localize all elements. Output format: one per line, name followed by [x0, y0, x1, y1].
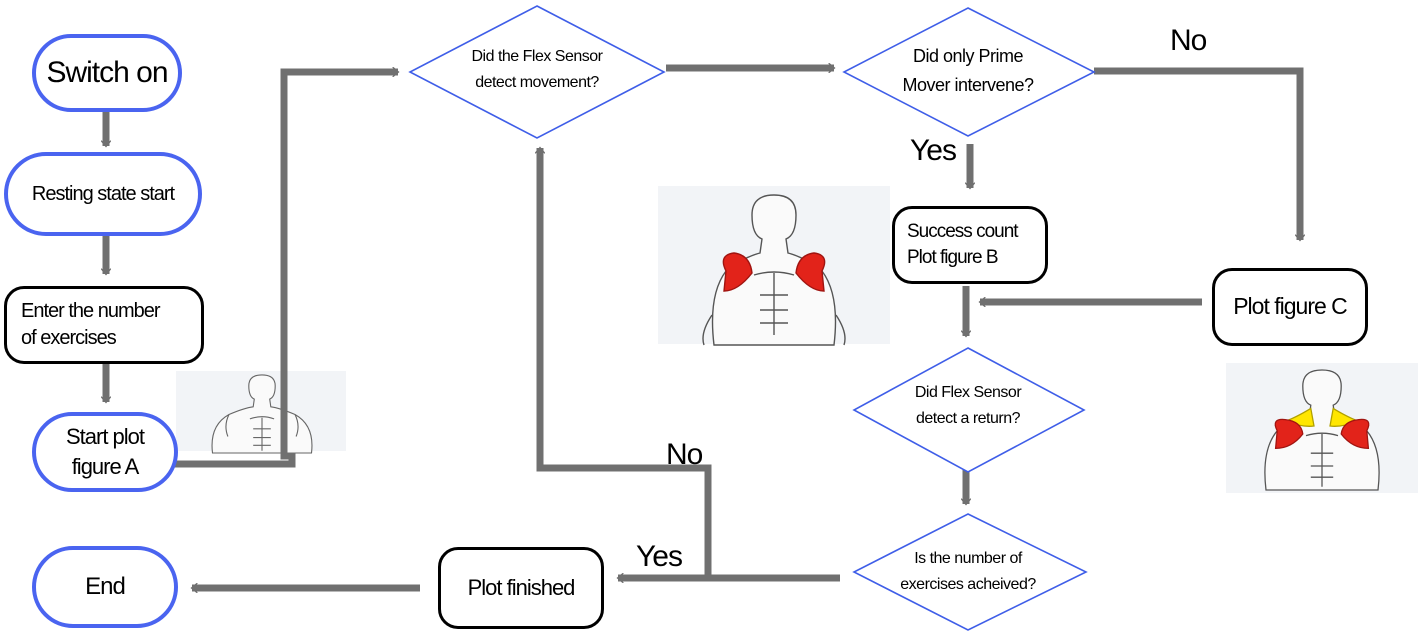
- end-node: End: [32, 546, 178, 628]
- muscle-figure-a: [176, 371, 346, 454]
- success-plot-b-node: Success count Plot figure B: [892, 206, 1048, 284]
- decision-prime-mover-text: Did only Prime Mover intervene?: [902, 46, 1034, 95]
- plot-c-label: Plot figure C: [1233, 293, 1348, 320]
- start-plot-node: Start plot figure A: [32, 412, 178, 492]
- label-no-achieved: No: [666, 438, 703, 471]
- muscle-figure-c: [1226, 363, 1418, 493]
- enter-exercises-label: Enter the number of exercises: [21, 300, 161, 349]
- decision-prime-mover-shape: [842, 7, 1096, 137]
- muscle-figure-b: [658, 186, 890, 346]
- decision-flex-return-text: Did Flex Sensor detect a return?: [914, 384, 1022, 427]
- decision-shapes: [408, 5, 1096, 631]
- plot-finished-label: Plot finished: [467, 575, 576, 601]
- arrow-start-to-flex-detect: [164, 72, 398, 468]
- resting-state-label: Resting state start: [31, 182, 175, 205]
- decision-achieved-shape: [852, 513, 1088, 631]
- plot-c-node: Plot figure C: [1212, 268, 1368, 346]
- label-yes-prime-mover: Yes: [910, 134, 957, 167]
- label-no-prime-mover: No: [1170, 24, 1207, 57]
- end-label: End: [85, 572, 126, 600]
- flow-arrows: [106, 68, 1300, 588]
- label-yes-achieved: Yes: [636, 540, 683, 573]
- arrow-achieved-no-loop: [540, 148, 712, 576]
- enter-exercises-node: Enter the number of exercises: [4, 286, 204, 364]
- switch-on-label: Switch on: [46, 55, 168, 89]
- arrow-prime-no-to-plot-c: [1094, 67, 1300, 240]
- plot-finished-node: Plot finished: [438, 547, 604, 629]
- resting-state-node: Resting state start: [4, 152, 202, 236]
- success-plot-b-label: Success count Plot figure B: [907, 221, 1019, 268]
- decision-flex-detect-text: Did the Flex Sensor detect movement?: [471, 48, 603, 91]
- decision-flex-return-shape: [852, 347, 1086, 473]
- decision-flex-detect-shape: [408, 5, 666, 139]
- decision-achieved-text: Is the number of exercises acheived?: [900, 550, 1036, 593]
- switch-on-node: Switch on: [32, 34, 182, 112]
- start-plot-label: Start plot figure A: [65, 424, 145, 479]
